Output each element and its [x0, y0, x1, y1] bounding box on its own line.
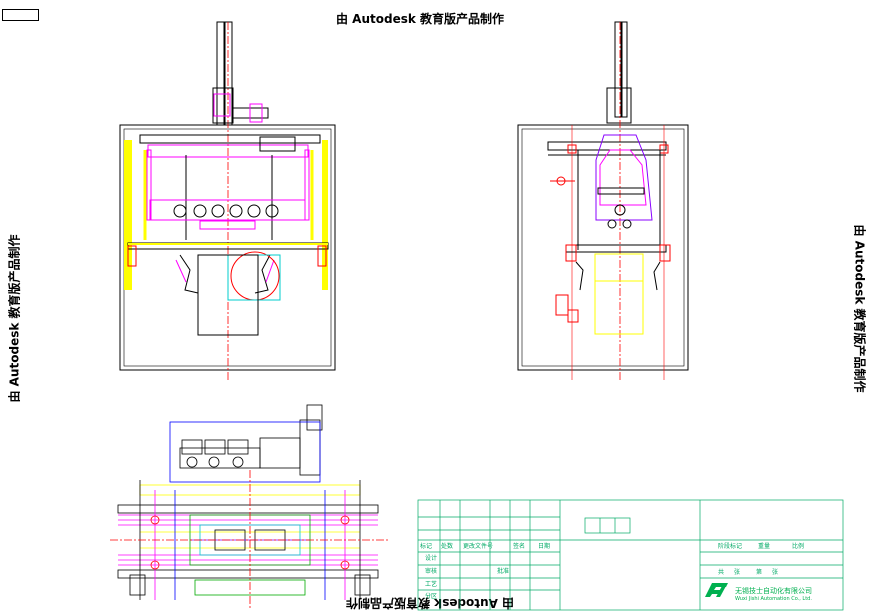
tb-right-no: 第	[756, 569, 763, 576]
side-view	[517, 21, 689, 380]
tb-label-process: 工艺	[425, 581, 438, 588]
tb-company-name-en: Wuxi Jishi Automation Co., Ltd.	[735, 596, 812, 602]
tb-label-count: 处数	[441, 543, 454, 550]
tb-right-total: 共	[718, 569, 725, 576]
tb-label-mark: 标记	[420, 543, 433, 550]
top-view	[110, 404, 390, 610]
tb-header-sign: 签名	[513, 543, 526, 550]
front-view-frame	[119, 124, 336, 371]
side-view-frame	[517, 124, 689, 371]
company-logo	[705, 583, 728, 597]
sheet-tag-box	[2, 9, 39, 21]
front-view	[119, 21, 336, 380]
tb-label-zone: 分区	[425, 593, 438, 600]
tb-right-scale: 比例	[792, 543, 805, 550]
tb-right-weight: 重量	[758, 543, 771, 550]
tb-company-name: 无锡技士自动化有限公司	[735, 587, 812, 595]
tb-label-review: 审核	[425, 568, 438, 575]
title-block	[417, 499, 844, 611]
tb-label-approve: 批准	[497, 568, 510, 575]
tb-right-sheet: 张	[734, 569, 741, 576]
tb-label-design: 设计	[425, 555, 438, 562]
tb-header-doc: 更改文件号	[463, 543, 494, 550]
watermark-top: 由 Autodesk 教育版产品制作	[336, 12, 505, 26]
tb-header-date: 日期	[538, 543, 551, 550]
tb-right-stage: 阶段标记	[718, 543, 743, 550]
tb-right-sheet-2: 张	[772, 569, 779, 576]
